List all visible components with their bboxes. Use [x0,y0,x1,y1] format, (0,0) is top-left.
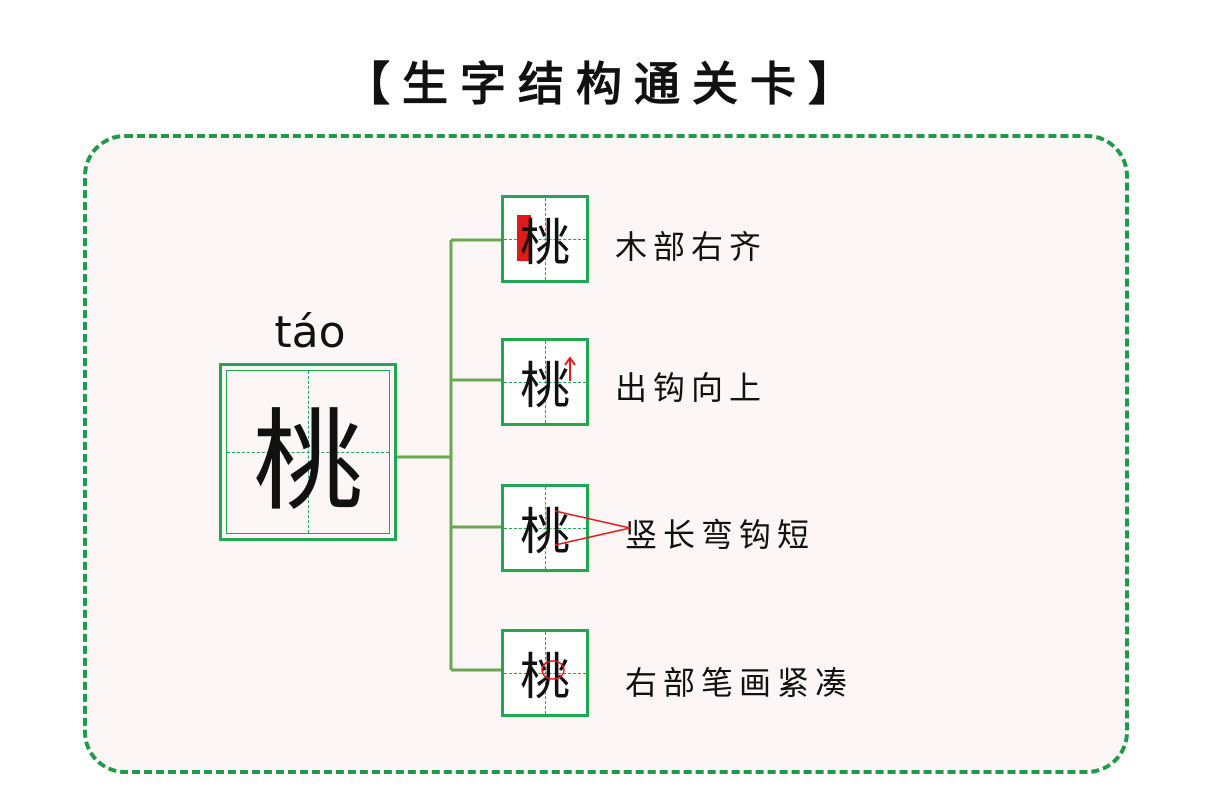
tip-grid-4: 桃 [501,629,589,717]
tip-grid-2: 桃 [501,338,589,426]
grid-inner-border [226,370,390,534]
red-circle [541,660,565,680]
left-radical-highlight [517,215,531,261]
grid-dash-horizontal [504,673,586,674]
pinyin: táo [274,307,346,358]
tip-label-4: 右部笔画紧凑 [625,664,854,702]
tip-character: 桃 [520,214,570,272]
tip-character: 桃 [520,357,570,415]
main-character-grid: 桃 [219,363,397,541]
tip-character: 桃 [520,503,570,561]
tip-grid-1: 桃 [501,195,589,283]
tip-label-2: 出钩向上 [615,369,768,407]
tip-label-1: 木部右齐 [615,228,768,266]
grid-dash-horizontal [227,452,389,453]
grid-dash-horizontal [504,239,586,240]
tip-grid-3: 桃 [501,484,589,572]
page-title: 【生字结构通关卡】 [344,57,866,111]
grid-dash-horizontal [504,382,586,383]
structure-card [83,134,1129,774]
main-character: 桃 [253,398,363,526]
grid-dash-horizontal [504,528,586,529]
red-arrow-up-icon [564,356,576,381]
tip-label-3: 竖长弯钩短 [625,516,816,554]
